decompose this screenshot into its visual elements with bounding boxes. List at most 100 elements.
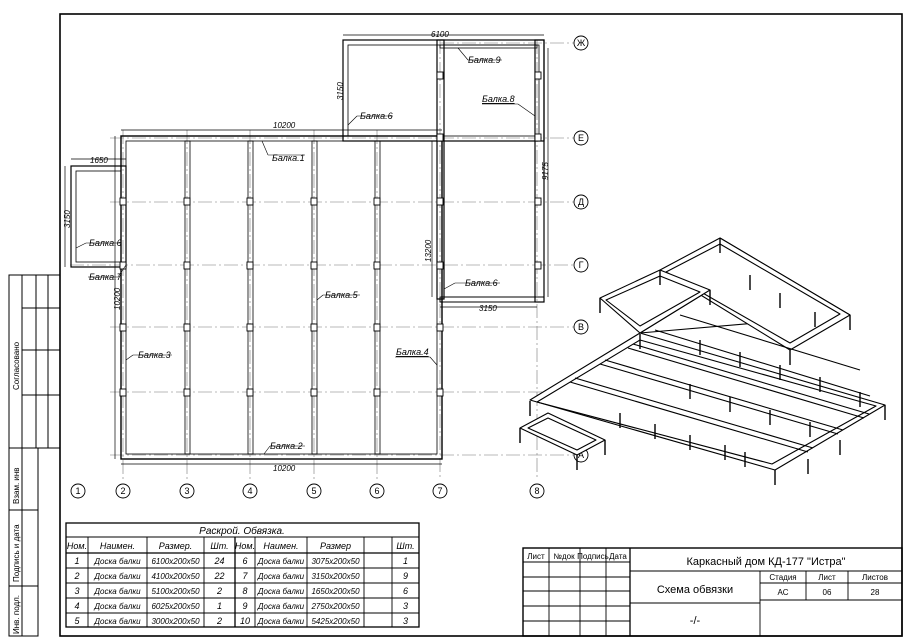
cut-table-cell: 9 <box>403 571 408 581</box>
axis-col-2: 2 <box>120 486 125 496</box>
axis-col-8: 8 <box>534 486 539 496</box>
cut-table-header: Ном. <box>235 541 255 551</box>
tb-sheets: 28 <box>871 588 880 597</box>
dim-ext-left-h: 3150 <box>63 210 72 228</box>
axis-row-zh: Ж <box>577 38 586 48</box>
cut-table-cell: 4100х200х50 <box>151 572 200 581</box>
axis-row-e: Е <box>578 133 584 143</box>
cut-table-header: Ном. <box>67 541 87 551</box>
cut-table <box>65 522 420 628</box>
beam-8-label: Балка.8 <box>482 94 515 104</box>
cut-table-header: Наимен. <box>263 541 298 551</box>
beam-1-label: Балка.1 <box>272 153 305 163</box>
axis-row-v: В <box>578 322 584 332</box>
plan-frame <box>70 39 545 460</box>
axis-col-5: 5 <box>311 486 316 496</box>
cut-table-cell: 24 <box>213 556 224 566</box>
cut-table-cell: Доска балки <box>93 617 141 626</box>
tb-dash: -/- <box>690 615 701 627</box>
beam-3-label: Балка.3 <box>138 350 171 360</box>
axis-col-6: 6 <box>374 486 379 496</box>
axis-col-4: 4 <box>247 486 252 496</box>
tb-col-doc: №док <box>553 552 575 561</box>
side-stamp-agreed: Согласовано <box>12 341 21 390</box>
dim-ext-left-w: 1650 <box>90 156 108 165</box>
cut-table-cell: 3075х200х50 <box>311 557 360 566</box>
dim-ext-right-bottom: 3150 <box>479 304 497 313</box>
cut-table-header: Наимен. <box>100 541 135 551</box>
beam-5-label: Балка.5 <box>325 290 359 300</box>
axis-grid <box>70 40 575 480</box>
axis-col-bubbles: 1 2 3 4 5 6 7 8 <box>70 483 545 499</box>
cut-table-header: Шт. <box>396 541 414 551</box>
cut-table-header: Шт. <box>210 541 228 551</box>
isometric-posts <box>519 238 886 485</box>
cut-table-cell: 2750х200х50 <box>310 602 360 611</box>
cut-table-header: Размер <box>320 541 351 551</box>
cut-table-cell: 2 <box>73 571 79 581</box>
cut-table-cell: 4 <box>74 601 79 611</box>
cut-table-cell: Доска балки <box>93 557 141 566</box>
side-stamp-field-2: Подпись и дата <box>12 524 21 582</box>
side-stamp-field-3: Взам. инв <box>12 467 21 504</box>
cut-table-cell: 1 <box>74 556 79 566</box>
tb-col-sign: Подпись <box>577 552 609 561</box>
cut-table-cell: Доска балки <box>257 602 305 611</box>
tb-sheet-label: Лист <box>818 573 836 582</box>
cut-table-cell: 9 <box>242 601 247 611</box>
tb-sheet-name: Схема обвязки <box>657 584 733 596</box>
tb-sheet: 06 <box>823 588 832 597</box>
cut-table-cell: Доска балки <box>93 587 141 596</box>
cut-table-cell: Доска балки <box>257 617 305 626</box>
plan-posts <box>119 71 542 397</box>
dim-left: 10200 <box>113 287 122 310</box>
dimension-lines <box>64 34 549 465</box>
side-stamp <box>8 274 61 637</box>
tb-stage-label: Стадия <box>769 573 796 582</box>
cut-table-cell: 1 <box>217 601 222 611</box>
cut-table-cell: 10 <box>240 616 250 626</box>
axis-col-3: 3 <box>184 486 189 496</box>
side-stamp-field-1: Инв. подл. <box>12 595 21 634</box>
tb-sheets-label: Листов <box>862 573 888 582</box>
cut-table-title: Раскрой. Обвязка. <box>199 525 285 537</box>
dim-ext-right-w: 6100 <box>431 30 449 39</box>
cut-table-cell: Доска балки <box>93 602 141 611</box>
cut-table-cell: 5 <box>74 616 80 626</box>
cut-table-cell: 3 <box>74 586 79 596</box>
cut-table-cell: 1 <box>403 556 408 566</box>
axis-row-d: Д <box>578 197 584 207</box>
isometric-view <box>519 237 886 471</box>
beam-6-left-label: Балка.6 <box>89 238 122 248</box>
cut-table-cell: 6 <box>403 586 408 596</box>
cut-table-cell: 5425х200х50 <box>311 617 360 626</box>
title-block <box>522 547 903 637</box>
cut-table-cell: 3150х200х50 <box>311 572 360 581</box>
cut-table-cell: 8 <box>242 586 247 596</box>
tb-col-list: Лист <box>527 552 545 561</box>
tb-project: Каркасный дом КД-177 "Истра" <box>686 556 845 568</box>
beam-7-label: Балка.7 <box>89 272 123 282</box>
cut-table-cell: 6 <box>242 556 247 566</box>
axis-row-g: Г <box>579 260 584 270</box>
beam-4-label: Балка.4 <box>396 347 429 357</box>
cut-table-cell: Доска балки <box>257 572 305 581</box>
cut-table-cell: 6100х200х50 <box>151 557 200 566</box>
cut-table-cell: 3000х200х50 <box>151 617 200 626</box>
beam-2-label: Балка.2 <box>270 441 303 451</box>
dim-ext-right-small: 3150 <box>336 82 345 100</box>
axis-col-1: 1 <box>75 486 80 496</box>
dim-right: 13200 <box>424 239 433 262</box>
cut-table-cell: 22 <box>213 571 224 581</box>
cut-table-cell: 5100х200х50 <box>151 587 200 596</box>
cut-table-cell: 2 <box>216 586 222 596</box>
cut-table-cell: 3 <box>403 616 408 626</box>
axis-col-7: 7 <box>437 486 442 496</box>
dim-ext-right-h: 9175 <box>541 162 550 180</box>
cut-table-cell: 7 <box>242 571 248 581</box>
cut-table-cell: 2 <box>216 616 222 626</box>
cut-table-cell: 6025х200х50 <box>151 602 200 611</box>
dim-bottom: 10200 <box>273 464 296 473</box>
axis-row-a: А <box>578 450 584 460</box>
